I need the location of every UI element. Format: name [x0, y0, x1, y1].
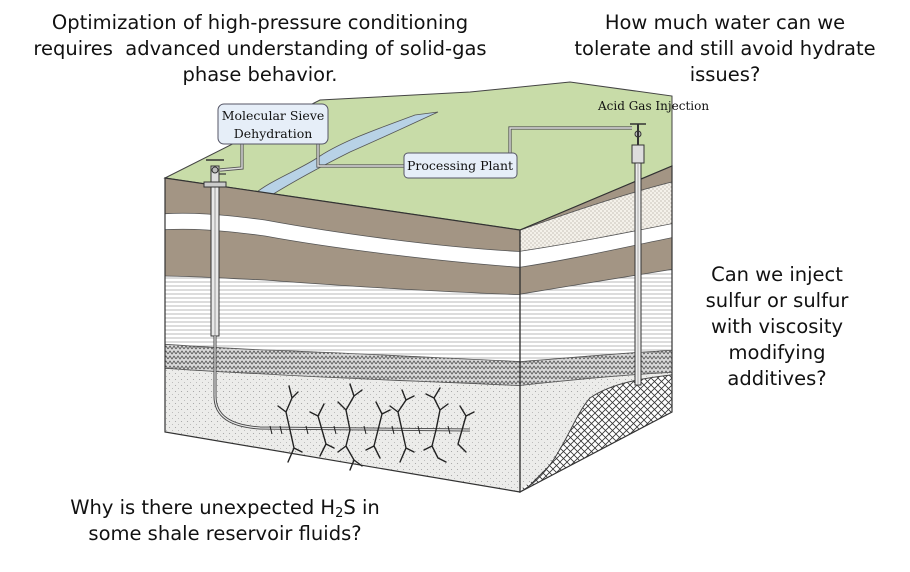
- h2s-line-1-pre: Why is there unexpected H: [70, 496, 336, 519]
- water-line-1: How much water can we: [604, 11, 846, 34]
- optimization-question: Optimization of high-pressure conditioni…: [0, 10, 520, 88]
- layer-upper-white: [165, 213, 520, 268]
- acid-gas-injection-label: Acid Gas Injection: [597, 99, 709, 113]
- sulfur-line-5: additives?: [727, 367, 827, 390]
- h2s-line-1-post: S in: [343, 496, 380, 519]
- processing-plant-label-box: Processing Plant: [403, 152, 518, 179]
- side-layer-crosshatch: [520, 374, 672, 492]
- h2s-line-1: Why is there unexpected H2S in: [30, 495, 420, 521]
- water-tolerance-question: How much water can we tolerate and still…: [545, 10, 905, 88]
- sulfur-line-3: with viscosity: [710, 315, 844, 338]
- h2s-line-2: some shale reservoir fluids?: [88, 522, 362, 545]
- wellhead-left: [203, 181, 227, 188]
- dehydration-label-box: Molecular Sieve Dehydration: [217, 103, 329, 145]
- h2s-question: Why is there unexpected H2S in some shal…: [30, 495, 420, 547]
- block-side-outline: [519, 165, 673, 493]
- fracture-network: [277, 383, 475, 471]
- layer-upper-brown: [165, 178, 520, 252]
- layer-shale-lines: [165, 276, 520, 362]
- injection-well: [630, 123, 646, 386]
- sulfur-injection-question: Can we inject sulfur or sulfur with visc…: [672, 262, 882, 392]
- processing-plant-label: Processing Plant: [407, 158, 513, 173]
- h2s-subscript: 2: [335, 506, 344, 521]
- water-line-3: issues?: [689, 63, 761, 86]
- water-line-2: tolerate and still avoid hydrate: [574, 37, 876, 60]
- optimization-line-2: requires advanced understanding of solid…: [33, 37, 487, 60]
- dehydration-label-line1: Molecular Sieve: [222, 108, 325, 123]
- fracture-ticks: [269, 425, 451, 435]
- front-face-strata: [165, 178, 520, 492]
- layer-middle-brown: [165, 229, 520, 295]
- sulfur-line-1: Can we inject: [711, 263, 843, 286]
- sulfur-line-4: modifying: [728, 341, 826, 364]
- dehydration-label-line2: Dehydration: [234, 126, 313, 141]
- layer-zigzag: [165, 344, 520, 386]
- optimization-line-3: phase behavior.: [182, 63, 338, 86]
- production-well: [203, 159, 471, 432]
- optimization-line-1: Optimization of high-pressure conditioni…: [51, 11, 469, 34]
- sulfur-line-2: sulfur or sulfur: [705, 289, 849, 312]
